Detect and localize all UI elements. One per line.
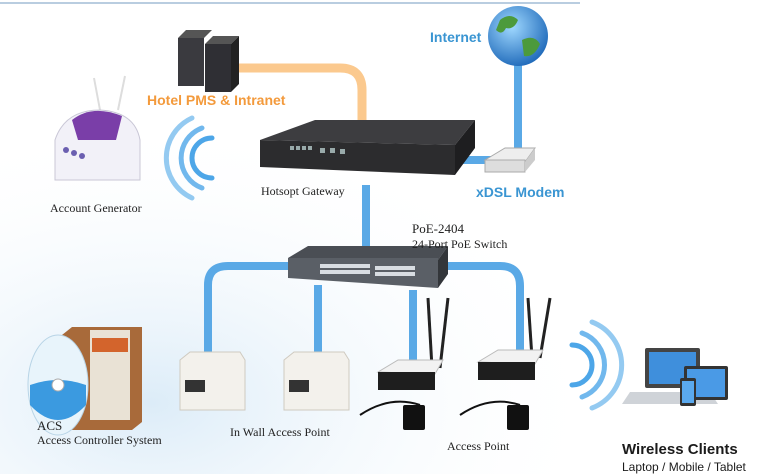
poe-injector-2 bbox=[459, 400, 529, 430]
intranet-link bbox=[215, 63, 367, 130]
wireless-clients-subtitle: Laptop / Mobile / Tablet bbox=[622, 460, 746, 474]
modem-label: xDSL Modem bbox=[476, 184, 565, 200]
in-wall-ap-label: In Wall Access Point bbox=[230, 425, 330, 439]
in-wall-access-point-2 bbox=[283, 351, 350, 411]
globe-icon bbox=[488, 6, 548, 66]
wireless-signal-icon bbox=[163, 115, 215, 201]
hotspot-gateway-device bbox=[260, 120, 475, 175]
account-generator-printer-icon bbox=[54, 75, 141, 181]
account-generator-label: Account Generator bbox=[50, 201, 142, 215]
acs-software-box bbox=[27, 327, 142, 436]
switch-model-label: PoE-2404 bbox=[412, 221, 464, 236]
access-point-2 bbox=[476, 297, 552, 380]
acs-short-label: ACS bbox=[37, 418, 63, 433]
xdsl-modem-device bbox=[483, 147, 536, 173]
poe-switch-device bbox=[288, 246, 448, 288]
wireless-clients-title: Wireless Clients bbox=[622, 441, 738, 458]
switch-desc-label: 24-Port PoE Switch bbox=[412, 237, 508, 251]
access-point-1 bbox=[376, 297, 450, 390]
internet-label: Internet bbox=[430, 29, 482, 45]
in-wall-access-point-1 bbox=[179, 351, 246, 411]
servers-icon bbox=[178, 30, 239, 92]
link-ap-2 bbox=[440, 262, 524, 350]
acs-full-label: Access Controller System bbox=[37, 433, 162, 447]
wireless-signal-icon bbox=[569, 319, 625, 411]
access-point-label: Access Point bbox=[447, 439, 510, 453]
hotel-pms-label: Hotel PMS & Intranet bbox=[147, 92, 286, 108]
link-inwall-ap-1 bbox=[204, 262, 300, 355]
wireless-clients-devices bbox=[622, 348, 728, 406]
gateway-label: Hotsopt Gateway bbox=[261, 184, 345, 198]
poe-injector-1 bbox=[359, 400, 425, 430]
